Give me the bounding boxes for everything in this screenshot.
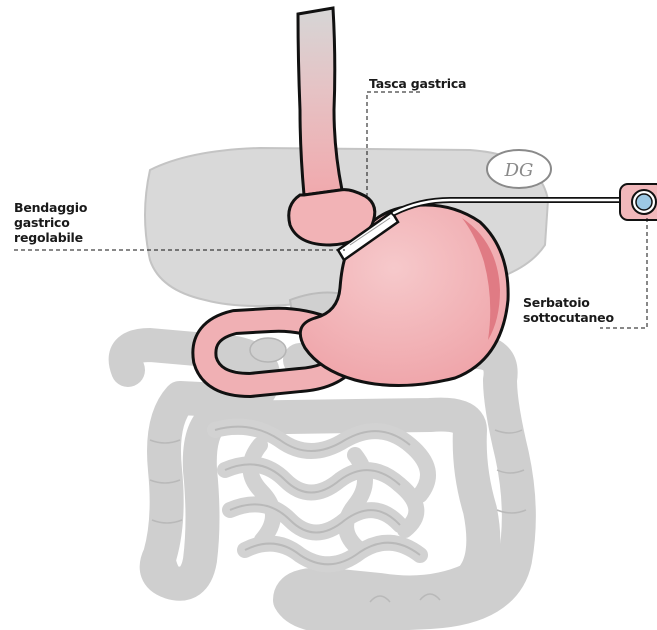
label-bendaggio: Bendaggio gastrico regolabile (14, 200, 87, 245)
subcutaneous-port (620, 184, 657, 220)
pancreas-head (250, 338, 286, 362)
dg-logo-text: DG (504, 160, 534, 181)
label-bendaggio-line-2: gastrico (14, 215, 87, 230)
label-serbatoio: Serbatoio sottocutaneo (523, 295, 614, 325)
label-bendaggio-line-1: Bendaggio (14, 200, 87, 215)
label-serbatoio-line-2: sottocutaneo (523, 310, 614, 325)
label-tasca-gastrica-text: Tasca gastrica (369, 76, 466, 91)
oesophagus (298, 8, 342, 195)
label-bendaggio-line-3: regolabile (14, 230, 87, 245)
label-serbatoio-line-1: Serbatoio (523, 295, 614, 310)
dg-logo: DG (487, 150, 551, 188)
label-tasca-gastrica: Tasca gastrica (369, 76, 466, 91)
